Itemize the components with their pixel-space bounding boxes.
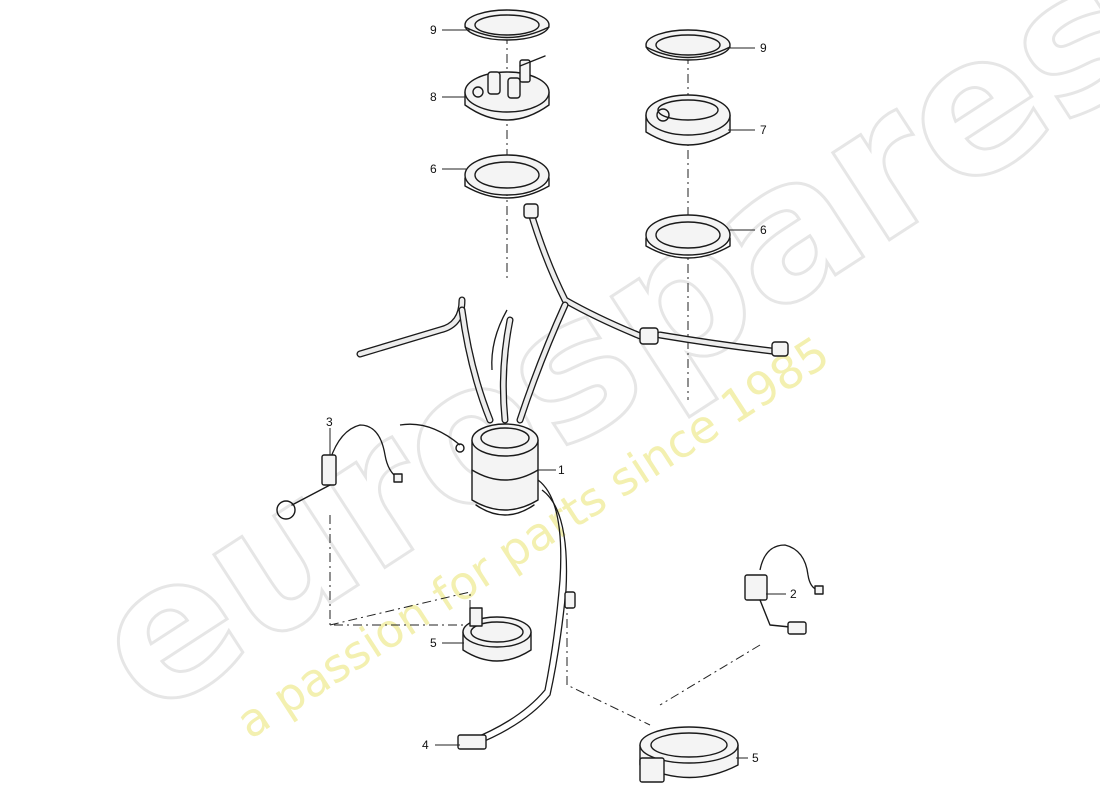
callout-labels: 9 8 6 9 7 6 3 1 2 5 4 5: [326, 23, 797, 765]
level-sensor-left: [276, 424, 403, 520]
callout-9-right: 9: [760, 41, 767, 55]
seal-ring-left: [464, 154, 550, 199]
callout-4: 4: [422, 738, 429, 752]
callout-7: 7: [760, 123, 767, 137]
watermark-brand: eurospares: [54, 0, 1100, 758]
callout-2: 2: [790, 587, 797, 601]
callout-5-right: 5: [752, 751, 759, 765]
level-sensor-right: [744, 544, 824, 635]
callout-6-right: 6: [760, 223, 767, 237]
callout-8: 8: [430, 90, 437, 104]
callout-1: 1: [558, 463, 565, 477]
callout-9-left: 9: [430, 23, 437, 37]
tank-flange-cover: [464, 55, 550, 121]
retainer-ring-right: [639, 726, 739, 783]
fuel-pump-module: [399, 423, 539, 516]
callout-leaders: [329, 29, 786, 759]
retaining-ring-right: [645, 29, 731, 61]
callout-6-left: 6: [430, 162, 437, 176]
seal-ring-right: [645, 214, 731, 259]
retainer-ring-left: [462, 607, 532, 662]
wiring-harness: [457, 479, 576, 750]
fuel-hoses: [356, 203, 789, 424]
tank-flange-cap: [645, 94, 731, 146]
callout-3: 3: [326, 415, 333, 429]
retaining-ring-left: [464, 9, 550, 41]
watermark: eurospares a passion for parts since 198…: [53, 0, 1100, 759]
callout-5-left: 5: [430, 636, 437, 650]
